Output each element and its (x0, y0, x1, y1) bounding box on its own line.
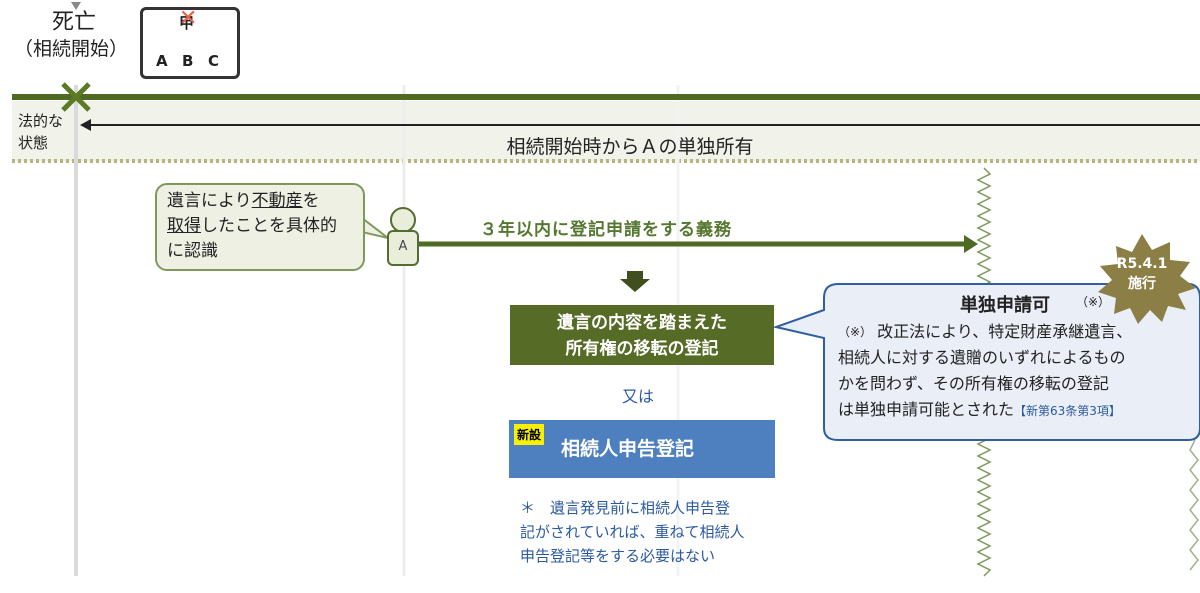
recognition-line3: に認識 (167, 241, 218, 261)
death-label: 死亡 (52, 10, 97, 35)
recognition-line1: 遺言により不動産を (167, 191, 320, 211)
legal-state-label: 法的な 状態 (18, 110, 63, 154)
legal-state-line1: 法的な (18, 112, 64, 130)
callout-line2: 相続人に対する遺贈のいずれによるもの (838, 348, 1126, 367)
note-line2: 記がされていれば、重ねて相続人 (520, 523, 745, 541)
recognition-line2: 取得したことを具体的 (167, 216, 337, 236)
down-arrow (620, 271, 650, 292)
family-child-a: A (156, 52, 168, 70)
family-tree-box (140, 7, 240, 79)
death-x-mark (61, 82, 91, 112)
family-parent: 甲 (179, 14, 195, 32)
registration-line1: 遺言の内容を踏まえた (557, 313, 727, 333)
duty-arrow-head (964, 235, 978, 253)
effective-date: R5.4.1 (1116, 256, 1168, 272)
ownership-transfer-registration-box: 遺言の内容を踏まえた 所有権の移転の登記 (510, 305, 774, 365)
effective-burst (1098, 234, 1196, 324)
ownership-text: 相続開始時からＡの単独所有 (506, 136, 754, 158)
timeline-marker-triangle (71, 2, 81, 10)
sole-application-title: 単独申請可 (960, 295, 1050, 316)
note-text: ＊ 遺言発見前に相続人申告登 記がされていれば、重ねて相続人 申告登記等をする必… (520, 496, 745, 568)
note-line1: ＊ 遺言発見前に相続人申告登 (520, 499, 731, 517)
ownership-arrow-head (80, 119, 91, 131)
recognition-bubble: 遺言により不動産を 取得したことを具体的 に認識 (155, 183, 365, 271)
callout-line1: （※） 改正法により、特定財産承継遺言、 (838, 322, 1133, 341)
sole-application-mark: （※） (1076, 295, 1111, 309)
callout-body: （※） 改正法により、特定財産承継遺言、 相続人に対する遺贈のいずれによるもの … (838, 319, 1132, 424)
family-child-c: C (208, 52, 220, 70)
callout-line3: かを問わず、その所有権の移転の登記 (838, 374, 1109, 393)
legal-state-line2: 状態 (18, 134, 49, 152)
callout-shape (772, 283, 1200, 441)
registration-line2: 所有権の移転の登記 (565, 339, 719, 359)
right-edge-zigzag (1189, 439, 1199, 571)
registration-duty-text: ３年以内に登記申請をする義務 (480, 220, 732, 240)
callout-line4: は単独申請可能とされた【新第63条第3項】 (838, 400, 1121, 419)
new-badge: 新設 (514, 424, 545, 445)
effective-label: 施行 (1128, 276, 1156, 292)
or-text: 又は (622, 387, 655, 406)
note-line3: 申告登記等をする必要はない (520, 547, 716, 565)
bubble-left-tail (361, 215, 389, 239)
family-child-b: B (182, 52, 194, 70)
person-a-icon: A (387, 230, 419, 266)
heir-declaration-box: 相続人申告登記 (509, 420, 775, 478)
ownership-band (12, 101, 1200, 161)
inheritance-start-label: （相続開始） (14, 38, 129, 60)
effective-date-label: R5.4.1 施行 (1110, 254, 1174, 294)
deceased-x-icon: ✕ (179, 6, 198, 31)
